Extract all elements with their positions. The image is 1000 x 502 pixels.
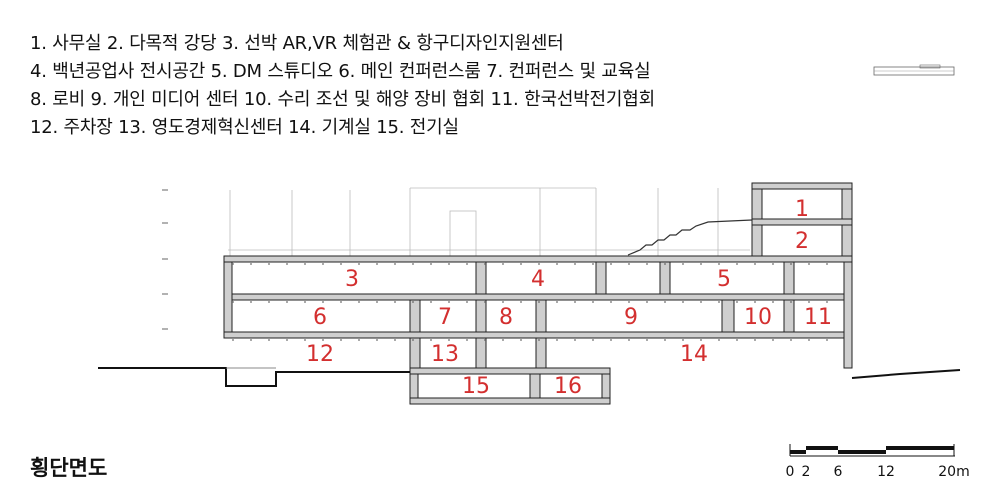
room-labels: 1 2 3 4 5 6 7 8 9 10 11 12 13 14 15 16 — [306, 197, 832, 399]
room-label: 13 — [431, 342, 459, 367]
ceiling-beams — [232, 263, 844, 341]
legend-line: 4. 백년공업사 전시공간 5. DM 스튜디오 6. 메인 컨퍼런스룸 7. … — [30, 61, 651, 82]
room-label: 3 — [345, 267, 359, 292]
room-label: 5 — [717, 267, 731, 292]
scale-bar: 0 2 6 12 20m — [786, 444, 970, 480]
roof-stair — [627, 219, 753, 256]
drawing-title: 횡단면도 — [30, 456, 108, 480]
room-label: 7 — [438, 305, 452, 330]
legend-line: 1. 사무실 2. 다목적 강당 3. 선박 AR,VR 체험관 & 항구디자인… — [30, 33, 564, 54]
legend-line: 12. 주차장 13. 영도경제혁신센터 14. 기계실 15. 전기실 — [30, 117, 459, 138]
room-label: 9 — [624, 305, 638, 330]
scale-tick-label: 6 — [834, 464, 843, 480]
room-label: 10 — [744, 305, 772, 330]
room-label: 14 — [680, 342, 708, 367]
ground-line-right — [851, 369, 961, 379]
legend-line: 8. 로비 9. 개인 미디어 센터 10. 수리 조선 및 해양 장비 협회 … — [30, 89, 655, 110]
key-plan — [873, 64, 955, 76]
roof-railing — [228, 187, 750, 257]
room-label: 6 — [313, 305, 327, 330]
scale-tick-label: 20m — [938, 464, 969, 480]
room-label: 4 — [531, 267, 545, 292]
room-label: 16 — [554, 374, 582, 399]
building-structure — [223, 182, 853, 405]
level-marks — [162, 189, 168, 330]
scale-tick-label: 12 — [877, 464, 895, 480]
room-label: 12 — [306, 342, 334, 367]
room-label: 1 — [795, 197, 809, 222]
scale-tick-label: 2 — [802, 464, 811, 480]
scale-tick-label: 0 — [786, 464, 795, 480]
ground-line — [98, 367, 410, 387]
room-label: 11 — [804, 305, 832, 330]
room-label: 15 — [462, 374, 490, 399]
room-label: 2 — [795, 229, 809, 254]
room-legend: 1. 사무실 2. 다목적 강당 3. 선박 AR,VR 체험관 & 항구디자인… — [30, 30, 830, 142]
room-label: 8 — [499, 305, 513, 330]
